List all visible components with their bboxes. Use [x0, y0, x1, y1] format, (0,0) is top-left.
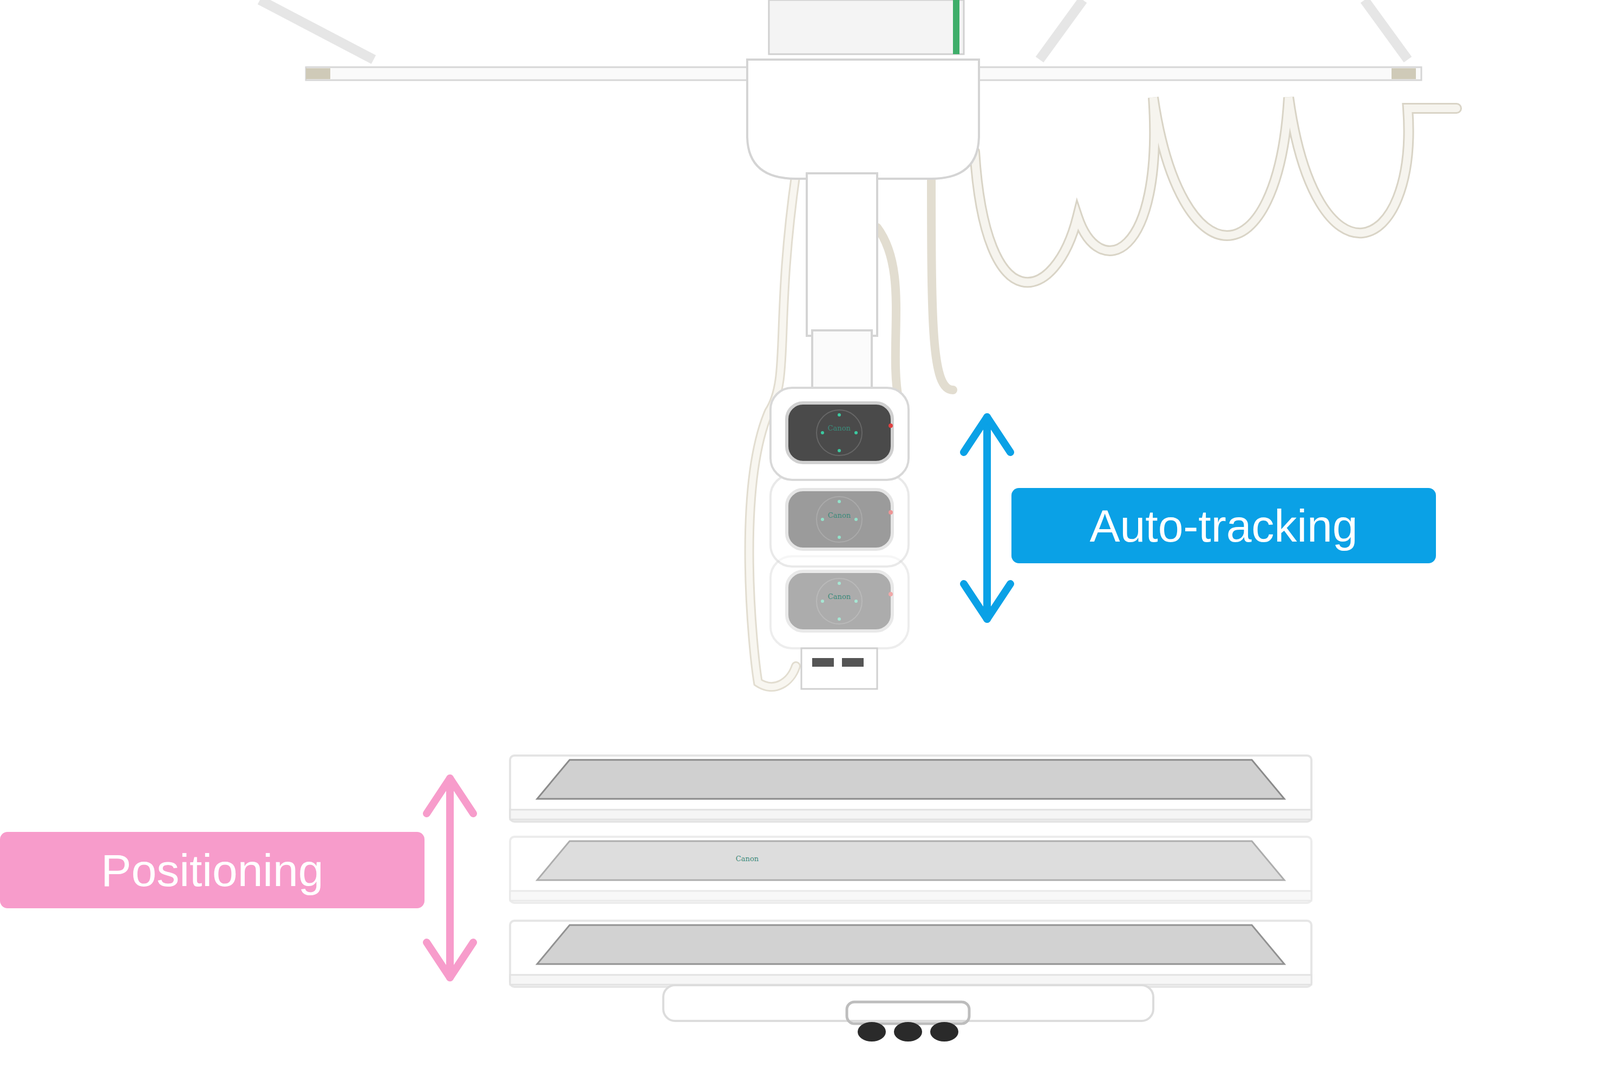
label-box: Positioning	[0, 831, 425, 909]
cable	[749, 97, 1457, 687]
motion-arrow	[426, 416, 1011, 978]
xray-tube-head	[770, 387, 909, 689]
brand-logo: Canon	[827, 511, 851, 520]
brand-logo: Canon	[827, 423, 851, 433]
brand-logo: Canon	[735, 854, 759, 863]
brand-logo: Canon	[827, 592, 851, 601]
label-text: Positioning	[101, 847, 324, 893]
ceiling-carriage	[747, 59, 979, 401]
label-box: Auto-tracking	[1011, 487, 1436, 564]
label-text: Auto-tracking	[1089, 503, 1358, 549]
detector-panel	[510, 755, 1312, 1042]
